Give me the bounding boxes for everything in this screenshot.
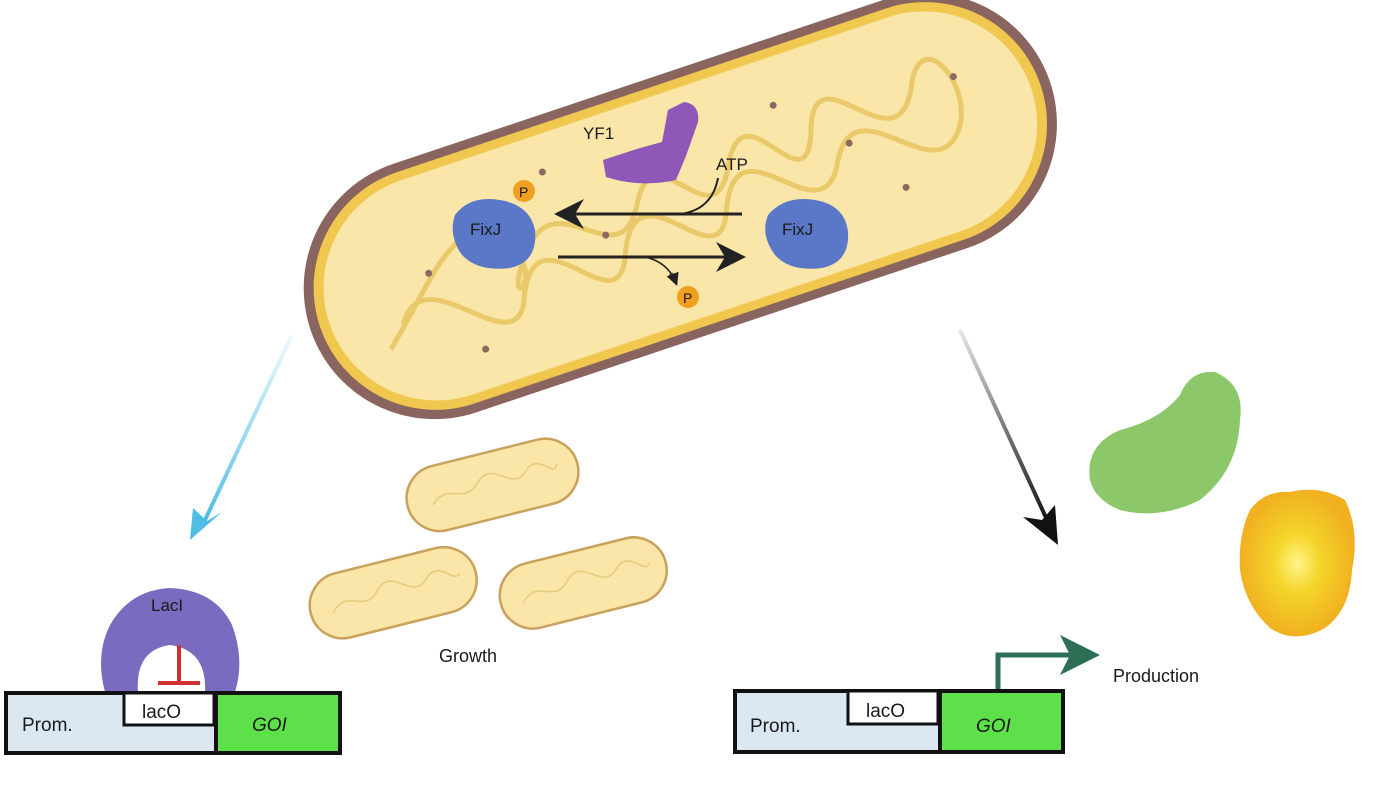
released-phosphate-icon (677, 286, 699, 308)
production-label: Production (1113, 666, 1199, 686)
operator-label: lacO (142, 702, 181, 723)
fixj-phospho-label: FixJ (470, 220, 501, 239)
bacterial-cell (303, 0, 1057, 420)
fixj-label: FixJ (782, 220, 813, 239)
dna-strand (388, 56, 964, 351)
promoter-label: Prom. (22, 715, 73, 736)
left-gene-construct: LacI Prom. lacO GOI (4, 588, 342, 755)
phosphate-label: P (519, 184, 528, 200)
yellow-protein-product (1239, 489, 1355, 637)
right-gene-construct: Prom. lacO GOI (733, 635, 1100, 754)
daughter-cells (308, 437, 668, 640)
released-phosphate-label: P (683, 290, 692, 306)
black-arrow (958, 329, 1050, 523)
fixj-phosphorylated: FixJ P (452, 180, 536, 269)
blue-arrow (203, 334, 294, 521)
gene-of-interest-box (214, 691, 342, 755)
yf1-label: YF1 (583, 124, 614, 143)
green-protein-product (1089, 371, 1241, 514)
fixj-unphosphorylated: FixJ (765, 199, 849, 269)
phosphate-icon (513, 180, 535, 202)
laci-label: LacI (151, 596, 183, 615)
promoter-label: Prom. (750, 716, 801, 737)
laci-repressor (101, 588, 240, 692)
gene-label: GOI (252, 715, 288, 736)
yf1-protein (603, 102, 699, 184)
operator-label: lacO (866, 701, 905, 722)
blue-arrowhead-icon (190, 508, 222, 540)
growth-label: Growth (439, 646, 497, 666)
repression-icon (158, 645, 200, 685)
black-arrowhead-icon (1023, 505, 1058, 545)
transcription-arrow (995, 635, 1100, 690)
atp-input-arrow (679, 177, 719, 215)
atp-label: ATP (716, 155, 748, 174)
phosphate-release-arrow (644, 256, 679, 286)
gene-of-interest-box (938, 689, 1065, 754)
gene-label: GOI (976, 716, 1012, 737)
